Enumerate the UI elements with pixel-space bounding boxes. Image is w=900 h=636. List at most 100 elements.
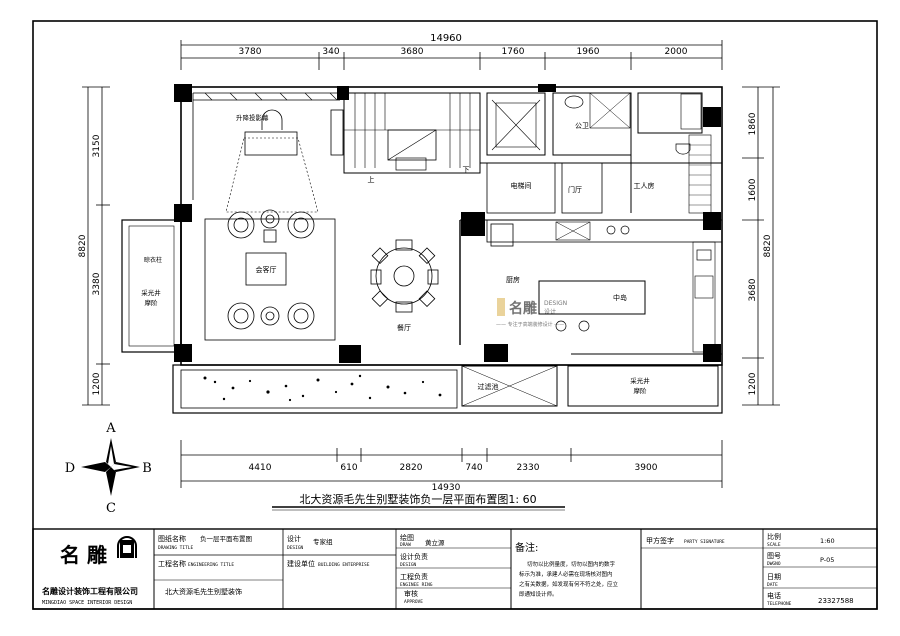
- watermark-sub2: 设计: [544, 308, 556, 316]
- label-island: 中岛: [613, 293, 627, 302]
- design-label-en: DESIGN: [287, 545, 304, 551]
- review-label: 审核: [404, 589, 418, 598]
- dining-table: [370, 239, 439, 313]
- top-dim-1: 3780: [239, 47, 262, 57]
- label-bath: 公卫: [575, 122, 589, 130]
- party-label: 甲方签字: [646, 536, 674, 545]
- notes-line-2: 标示为准，承建人必需在现场核对图内: [519, 570, 613, 578]
- project-value: 北大资源毛先生别墅装饰: [165, 587, 242, 596]
- label-skylight-left: 采光井: [141, 288, 161, 297]
- phone-label-en: TELEPHONE: [767, 601, 792, 607]
- draw-value: 黄立源: [425, 538, 445, 547]
- eng-lead-label: 工程负责: [400, 572, 428, 581]
- company-name: 名雕设计装饰工程有限公司: [42, 586, 138, 596]
- compass-south: C: [106, 501, 116, 516]
- design-value: 专家组: [313, 537, 333, 546]
- draw-label: 绘图: [400, 533, 414, 542]
- scale-value: 1:60: [820, 537, 835, 545]
- label-elevator: 电梯间: [511, 181, 532, 190]
- left-total-dim: 8820: [78, 234, 88, 257]
- label-lift-screen: 升降投影幕: [236, 113, 269, 122]
- left-dim-3: 1200: [92, 372, 102, 395]
- label-clothes-rack: 晾衣柱: [144, 256, 162, 264]
- right-total-dim: 8820: [763, 234, 773, 257]
- top-dim-4: 1760: [502, 47, 525, 57]
- meeting-room-furniture: [204, 109, 344, 341]
- top-dim-3: 3680: [401, 47, 424, 57]
- title-block-grid: [32, 528, 878, 610]
- drawing-no-label: 图号: [767, 552, 781, 560]
- review-label-en: APPROVE: [404, 599, 423, 605]
- label-filter-pool: 过滤池: [478, 382, 499, 391]
- design-label: 设计: [287, 534, 301, 543]
- project-label: 工程名称: [158, 559, 186, 568]
- label-kitchen: 厨房: [506, 275, 520, 284]
- right-dim-3: 3680: [748, 278, 758, 301]
- project-label-en: ENGINEERING TITLE: [188, 562, 234, 568]
- label-skylight-left-steps: 摩阶: [145, 298, 159, 307]
- company-logo-text: 名 雕: [60, 543, 107, 567]
- bottom-dimensions: [180, 440, 723, 488]
- kitchen-fixtures: [395, 157, 712, 261]
- watermark-tagline: —— 专注于高端装修设计 ——: [496, 321, 564, 328]
- bottom-dim-5: 2330: [517, 463, 540, 473]
- right-dim-1: 1860: [748, 112, 758, 135]
- compass-icon: [81, 438, 140, 496]
- notes-line-4: 即通知设计师。: [519, 590, 558, 598]
- date-label-en: DATE: [767, 582, 778, 588]
- party-label-en: PARTY SIGNATURE: [684, 539, 725, 545]
- bottom-total-dim: 14930: [432, 483, 461, 493]
- label-stairs-up: 上: [368, 175, 375, 184]
- drawing-no-label-en: DWGNO: [767, 561, 781, 567]
- left-dimensions: [82, 86, 110, 406]
- phone-value: 23327588: [818, 597, 854, 605]
- top-dim-5: 1960: [577, 47, 600, 57]
- left-dim-1: 3150: [92, 134, 102, 157]
- scale-label-en: SCALE: [767, 542, 781, 548]
- drawing-title-label-en: DRAWING TITLE: [158, 545, 194, 551]
- bottom-dim-4: 740: [465, 463, 482, 473]
- compass-west: D: [65, 461, 75, 476]
- label-dining: 餐厅: [397, 323, 411, 332]
- phone-label: 电话: [767, 591, 781, 600]
- drawing-title-value: 负一层平面布置图: [200, 534, 252, 543]
- top-dim-6: 2000: [665, 47, 688, 57]
- garden-pebbles: [203, 374, 442, 402]
- bottom-dim-6: 3900: [635, 463, 658, 473]
- plan-title: 北大资源毛先生别墅装饰负一层平面布置图1: 60: [299, 492, 536, 506]
- watermark-logo: 名雕 DESIGN 设计 —— 专注于高端装修设计 ——: [496, 298, 567, 328]
- design-lead-label-en: DESIGN: [400, 562, 417, 568]
- columns: [174, 84, 721, 363]
- label-staff-room: 工人房: [634, 181, 655, 190]
- right-dim-2: 1600: [748, 178, 758, 201]
- design-lead-label: 设计负责: [400, 552, 428, 561]
- scale-label: 比例: [767, 532, 781, 541]
- label-skylight-right: 采光井: [630, 376, 650, 385]
- label-foyer: 门厅: [568, 185, 582, 194]
- right-dim-4: 1200: [748, 372, 758, 395]
- bottom-dim-1: 4410: [249, 463, 272, 473]
- label-stairs-down: 下: [463, 166, 470, 174]
- builder-label-en: BUILDING ENTERPRISE: [318, 562, 370, 568]
- top-total-dim: 14960: [430, 33, 462, 44]
- date-label: 日期: [767, 573, 781, 581]
- watermark-sub: DESIGN: [544, 300, 567, 307]
- company-name-en: MINGDIAO SPACE INTERIOR DESIGN: [42, 600, 132, 606]
- label-meeting-room: 会客厅: [256, 265, 277, 274]
- bottom-dim-3: 2820: [400, 463, 423, 473]
- label-skylight-right-steps: 摩阶: [634, 386, 648, 395]
- drawing-title-label: 图纸名称: [158, 534, 186, 543]
- builder-label: 建设单位: [287, 559, 315, 568]
- notes-line-1: 切勿以比例量度，切勿以图内的数字: [527, 560, 616, 568]
- bottom-dim-2: 610: [340, 463, 357, 473]
- top-dimensions: [180, 40, 723, 70]
- sheet-border: [32, 20, 878, 610]
- left-dim-2: 3380: [92, 272, 102, 295]
- compass-east: B: [142, 461, 152, 476]
- drawing-no-value: P-05: [820, 556, 834, 564]
- draw-label-en: DRAW: [400, 542, 411, 548]
- notes-label: 备注:: [515, 541, 538, 554]
- building-walls: [121, 86, 723, 414]
- company-logo-icon: [117, 536, 137, 558]
